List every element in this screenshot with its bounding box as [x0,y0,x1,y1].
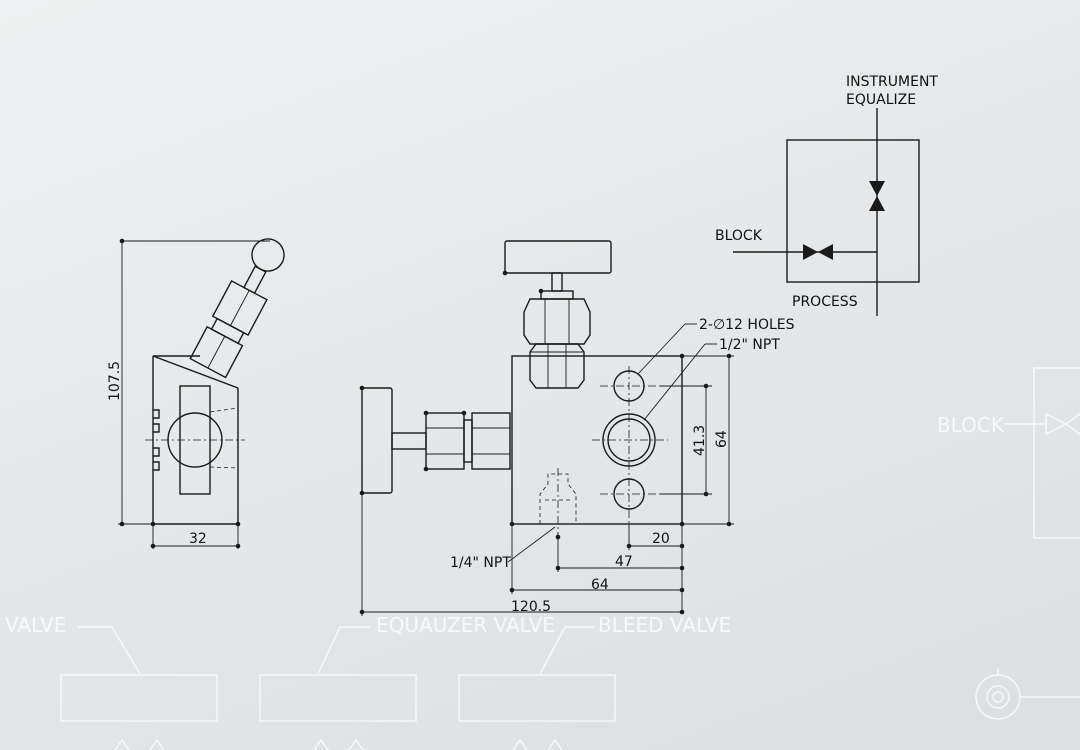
npt-quarter-label: 1/4" NPT [450,555,511,571]
front-top-handle [504,240,612,274]
ghost-right-box [1033,367,1080,539]
ghost-equalizer-label: EQUAUZER VALVE [376,613,555,637]
ghost-bleed-label: BLEED VALVE [598,613,731,637]
ghost-gauge-center [992,691,1004,703]
ghost-bleed-box [458,674,616,722]
ghost-equalizer-leader-diagonal [317,626,341,675]
front-top-bonnet [523,298,591,345]
side-top-bevel [152,355,239,389]
front-top-nut [529,343,585,389]
ghost-arrows [114,738,563,750]
process-label: PROCESS [792,294,858,310]
front-left-handle [361,387,393,494]
block-label: BLOCK [715,228,763,244]
side-dim-height: 107.5 [107,361,123,401]
side-angled-stem [189,238,285,379]
holes-label: 2-∅12 HOLES [699,317,795,333]
equalize-valve-icon [869,181,885,211]
ghost-block-label: BLOCK [937,413,1005,437]
front-view: 2-∅12 HOLES 1/2" NPT 1/4" NPT 41.3 64 20… [359,240,795,616]
ghost-block-valve-icon [1045,412,1068,436]
front-hidden-quarter-npt [539,473,577,524]
side-view: 107.5 32 [107,238,285,549]
dim-47: 47 [615,554,633,570]
side-dim-width: 32 [189,531,207,547]
schematic: INSTRUMENT EQUALIZE BLOCK PROCESS [715,74,938,316]
background-ghost-layer: VALVE EQUAUZER VALVE BLEED VALVE BLOCK [5,367,1080,750]
npt-half-label: 1/2" NPT [719,337,780,353]
dim-20: 20 [652,531,670,547]
dim-41-3: 41.3 [692,425,708,456]
ghost-equalizer-box [259,674,417,722]
ghost-gauge-outer [975,674,1021,720]
dim-64-horizontal: 64 [591,577,609,593]
equalize-label: EQUALIZE [846,92,916,108]
dim-64-vertical: 64 [714,430,730,448]
schematic-box [786,139,920,283]
ghost-valve-leader-diagonal [111,626,141,675]
ghost-bleed-leader-diagonal [539,626,566,675]
block-valve-icon [803,244,833,260]
front-body [511,355,683,525]
ghost-valve-label: VALVE [5,613,66,637]
front-left-bonnet [425,412,465,470]
dim-120-5: 120.5 [511,599,551,615]
instrument-label: INSTRUMENT [846,74,938,90]
ghost-valve-box [60,674,218,722]
ghost-gauge-inner [986,685,1010,709]
front-left-nut [471,412,511,470]
